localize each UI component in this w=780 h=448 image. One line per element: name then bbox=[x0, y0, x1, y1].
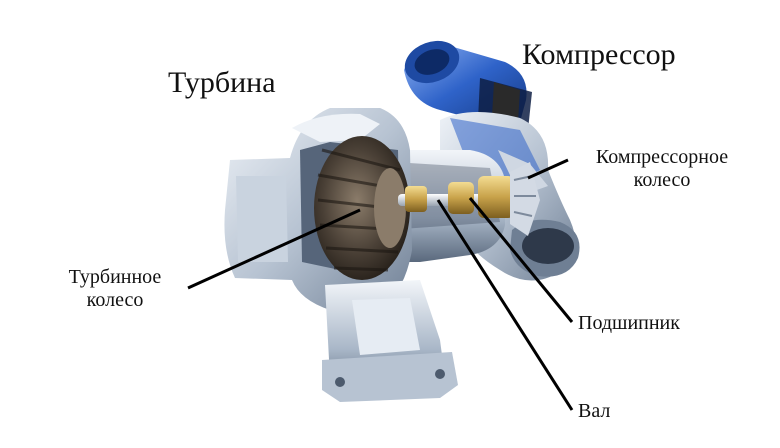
label-compressor-wheel: Компрессорное колесо bbox=[572, 146, 752, 192]
label-turbine: Турбина bbox=[168, 66, 276, 99]
pointer-shaft bbox=[436, 199, 574, 411]
label-compressor-wheel-line2: колесо bbox=[633, 169, 691, 191]
label-compressor: Компрессор bbox=[522, 38, 676, 71]
label-turbine-wheel-line2: колесо bbox=[86, 289, 144, 311]
label-turbine-wheel-line1: Турбинное bbox=[68, 266, 162, 288]
label-shaft: Вал bbox=[578, 400, 611, 422]
label-bearing: Подшипник bbox=[578, 312, 680, 334]
compressor-wheel bbox=[510, 162, 540, 236]
label-compressor-wheel-line1: Компрессорное bbox=[595, 146, 729, 168]
turbine-outlet-flange bbox=[322, 280, 458, 402]
turbine-wheel bbox=[314, 136, 410, 280]
pointer-lines bbox=[187, 158, 574, 411]
label-turbine-wheel: Турбинное колесо bbox=[40, 266, 190, 312]
pointer-turbine-wheel bbox=[187, 208, 361, 290]
pointer-compressor-wheel bbox=[527, 158, 569, 180]
pointer-bearing bbox=[468, 197, 574, 323]
bearings bbox=[405, 176, 514, 218]
